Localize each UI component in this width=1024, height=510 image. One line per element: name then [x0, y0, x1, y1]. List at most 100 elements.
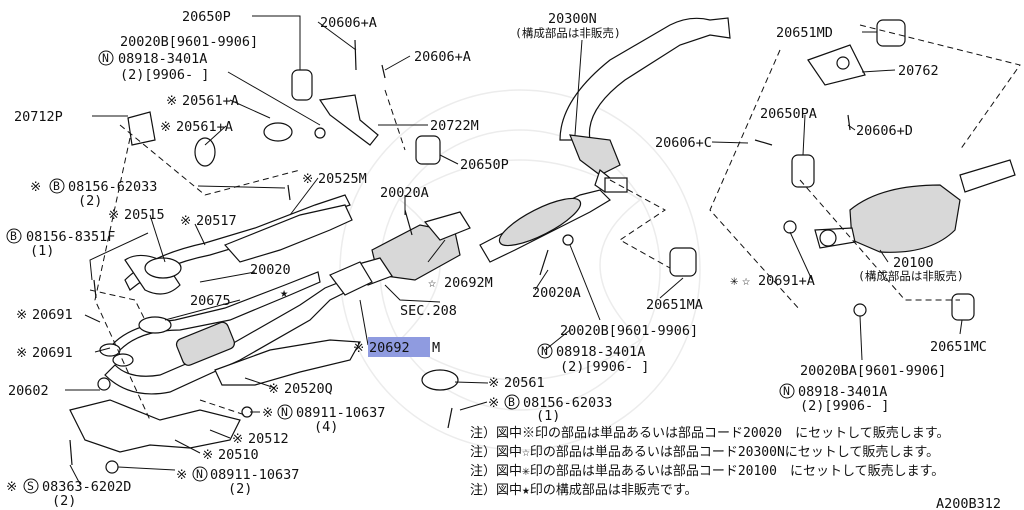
- label-08918-1[interactable]: 08918-3401A: [118, 51, 207, 67]
- asterisk-mark: ※: [176, 467, 187, 483]
- asterisk-mark: ※: [16, 345, 27, 361]
- label-20020B-mid[interactable]: 20020B[9601-9906]: [560, 323, 698, 339]
- label-08156-8351F[interactable]: 08156-8351F: [26, 229, 115, 245]
- hangers-and-fasteners[interactable]: [69, 19, 975, 474]
- label-20561A-1[interactable]: 20561+A: [182, 93, 239, 109]
- label-08363-qty: (2): [52, 493, 76, 509]
- center-pipe-resonator[interactable]: [479, 17, 731, 263]
- label-20020A-mid[interactable]: 20020A: [532, 285, 581, 301]
- label-08911-2-qty: (2): [228, 481, 252, 497]
- asterisk-mark: ※: [16, 307, 27, 323]
- label-20020[interactable]: 20020: [250, 262, 291, 278]
- label-20650P-mid[interactable]: 20650P: [460, 157, 509, 173]
- label-20512[interactable]: 20512: [248, 431, 289, 447]
- label-20300N[interactable]: 20300N: [548, 11, 597, 27]
- label-20692M-right[interactable]: 20692M: [444, 275, 493, 291]
- star-open-mark: ☆: [742, 273, 750, 289]
- label-08918-1-qty: (2)[9906- ]: [120, 67, 209, 83]
- label-sec208[interactable]: SEC.208: [400, 303, 457, 319]
- asterisk-mark: ※: [262, 405, 273, 421]
- label-20020A-top[interactable]: 20020A: [380, 185, 429, 201]
- label-08911-1[interactable]: 08911-10637: [296, 405, 385, 421]
- label-20691A[interactable]: 20691+A: [758, 273, 815, 289]
- circle-N-symbol: N: [281, 405, 288, 419]
- catalytic-converter[interactable]: [329, 211, 471, 296]
- label-08918-right-qty: (2)[9906- ]: [800, 398, 889, 414]
- asterisk-mark: ※: [6, 479, 17, 495]
- label-20691-1[interactable]: 20691: [32, 307, 73, 323]
- notes-block: 注）図中※印の部品は単品あるいは部品コード20020 にセットして販売します。 …: [470, 425, 949, 498]
- label-20606D[interactable]: 20606+D: [856, 123, 913, 139]
- rear-muffler[interactable]: [814, 159, 1016, 253]
- label-08918-mid[interactable]: 08918-3401A: [556, 344, 645, 360]
- label-08918-right[interactable]: 08918-3401A: [798, 384, 887, 400]
- label-20020BA[interactable]: 20020BA[9601-9906]: [800, 363, 946, 379]
- assembly-dashed-lines: [89, 24, 1021, 421]
- label-20520Q[interactable]: 20520Q: [284, 381, 333, 397]
- label-20510[interactable]: 20510: [218, 447, 259, 463]
- note-line-1: 注）図中※印の部品は単品あるいは部品コード20020 にセットして販売します。: [470, 425, 949, 441]
- label-20651MA[interactable]: 20651MA: [646, 297, 703, 313]
- circle-N-symbol: N: [196, 467, 203, 481]
- label-08918-mid-qty: (2)[9906- ]: [560, 359, 649, 375]
- label-20561A-2[interactable]: 20561+A: [176, 119, 233, 135]
- cross-mark: ✳: [730, 273, 738, 289]
- asterisk-mark: ※: [30, 179, 41, 195]
- label-20020B[interactable]: 20020B[9601-9906]: [120, 34, 258, 50]
- label-20515[interactable]: 20515: [124, 207, 165, 223]
- star-filled-mark: ★: [280, 285, 288, 301]
- circle-B-symbol: B: [10, 229, 17, 243]
- label-20651MD[interactable]: 20651MD: [776, 25, 833, 41]
- label-20300N-sub: (構成部品は非販売): [515, 26, 621, 40]
- label-08156-62033-bot[interactable]: 08156-62033: [523, 395, 612, 411]
- label-20712P[interactable]: 20712P: [14, 109, 63, 125]
- label-08911-2[interactable]: 08911-10637: [210, 467, 299, 483]
- label-20606A-2[interactable]: 20606+A: [414, 49, 471, 65]
- label-08156-62033-top[interactable]: 08156-62033: [68, 179, 157, 195]
- label-20650P-top[interactable]: 20650P: [182, 9, 231, 25]
- label-08156-62033-top-qty: (2): [78, 193, 102, 209]
- asterisk-mark: ※: [268, 381, 279, 397]
- circle-N-symbol: N: [783, 384, 790, 398]
- label-20606A-1[interactable]: 20606+A: [320, 15, 377, 31]
- label-20722M[interactable]: 20722M: [430, 118, 479, 134]
- asterisk-mark: ※: [180, 213, 191, 229]
- label-20675[interactable]: 20675: [190, 293, 231, 309]
- asterisk-mark: ※: [353, 340, 364, 356]
- label-20561[interactable]: 20561: [504, 375, 545, 391]
- label-08911-1-qty: (4): [314, 419, 338, 435]
- heat-shield-upper[interactable]: [223, 204, 353, 263]
- asterisk-mark: ※: [302, 171, 313, 187]
- label-20606C[interactable]: 20606+C: [655, 135, 712, 151]
- note-line-4: 注）図中★印の構成部品は非販売です。: [470, 482, 698, 498]
- circle-N-symbol: N: [102, 51, 109, 65]
- label-20692M-highlighted-suffix: M: [432, 340, 440, 356]
- note-line-2: 注）図中☆印の部品は単品あるいは部品コード20300Nにセットして販売します。: [470, 444, 939, 460]
- label-20602[interactable]: 20602: [8, 383, 49, 399]
- label-20525M[interactable]: 20525M: [318, 171, 367, 187]
- part-labels: 20650P 20606+A 20020B[9601-9906] N 08918…: [6, 9, 987, 509]
- label-20651MC[interactable]: 20651MC: [930, 339, 987, 355]
- label-20517[interactable]: 20517: [196, 213, 237, 229]
- circle-S-symbol: S: [27, 479, 34, 493]
- asterisk-mark: ※: [202, 447, 213, 463]
- label-20650PA[interactable]: 20650PA: [760, 106, 817, 122]
- label-08363[interactable]: 08363-6202D: [42, 479, 131, 495]
- label-20691-2[interactable]: 20691: [32, 345, 73, 361]
- label-20692M-highlighted[interactable]: 20692: [369, 340, 410, 356]
- circle-B-symbol: B: [508, 395, 515, 409]
- asterisk-mark: ※: [166, 93, 177, 109]
- asterisk-mark: ※: [160, 119, 171, 135]
- highlight-box: [368, 337, 430, 357]
- heat-shield-lower[interactable]: [69, 399, 241, 453]
- label-20762[interactable]: 20762: [898, 63, 939, 79]
- asterisk-mark: ※: [488, 395, 499, 411]
- asterisk-mark: ※: [232, 431, 243, 447]
- watermark-emblem: [339, 89, 701, 451]
- label-20100[interactable]: 20100: [893, 255, 934, 271]
- star-open-mark: ☆: [428, 275, 436, 291]
- leader-lines: [65, 15, 963, 485]
- circle-N-symbol: N: [541, 344, 548, 358]
- heat-shield-center[interactable]: [214, 339, 361, 386]
